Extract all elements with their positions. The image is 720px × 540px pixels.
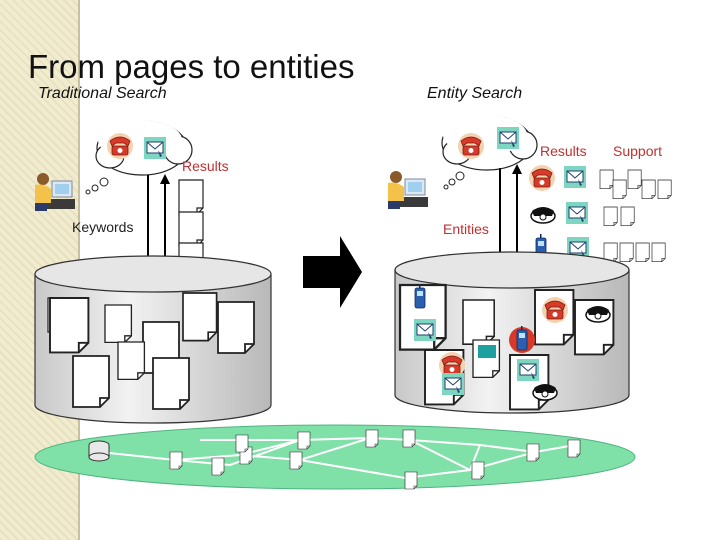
- keywords-label: Keywords: [72, 219, 134, 235]
- results-label-left: Results: [182, 158, 229, 174]
- entities-label: Entities: [443, 221, 489, 237]
- slide-title: From pages to entities: [28, 48, 355, 85]
- support-documents: [599, 169, 672, 263]
- traditional-search-heading: Traditional Search: [38, 85, 167, 102]
- right-thought-cloud-icon: [441, 115, 538, 190]
- left-person-at-computer-icon: [34, 172, 76, 212]
- big-right-arrow-icon: [303, 236, 362, 308]
- left-database-icon: [34, 255, 272, 424]
- support-label: Support: [613, 143, 663, 159]
- result-entity-icons: [528, 164, 590, 260]
- results-label-right: Results: [540, 143, 587, 159]
- network-globe-icon: [34, 424, 636, 490]
- entity-search-heading: Entity Search: [427, 85, 523, 102]
- right-database-icon: [394, 251, 630, 414]
- left-thought-cloud-icon: [85, 120, 193, 195]
- right-person-at-computer-icon: [387, 170, 429, 210]
